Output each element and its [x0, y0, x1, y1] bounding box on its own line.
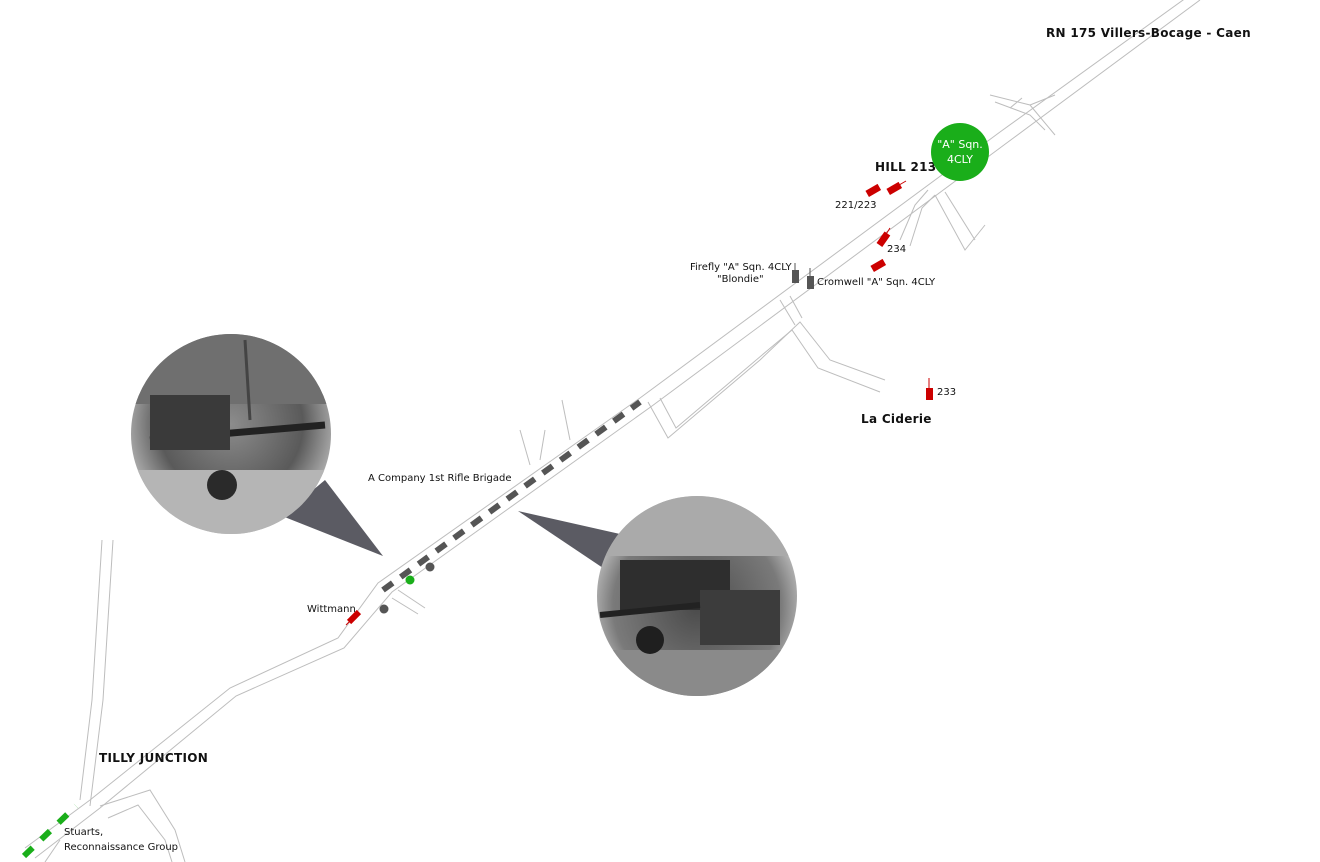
- tank-221-223-label: 221/223: [835, 200, 877, 211]
- cromwell-label: Cromwell "A" Sqn. 4CLY: [817, 277, 936, 288]
- rifle-company-label: A Company 1st Rifle Brigade: [368, 473, 512, 484]
- tank-234b: [870, 258, 887, 272]
- blondie-label: "Blondie": [717, 274, 764, 285]
- unit-marker: [425, 562, 435, 572]
- squadron-line2: 4CLY: [946, 153, 974, 166]
- german-tanks: [345, 180, 933, 626]
- tank-234-label: 234: [887, 244, 907, 255]
- tank-221: [865, 183, 882, 197]
- tank-233-label: 233: [937, 387, 957, 398]
- squadron-badge: "A" Sqn. 4CLY: [931, 123, 989, 181]
- road-network: [24, 0, 1201, 862]
- callout-wedge-left: [282, 480, 383, 556]
- rifle-brigade-column: [381, 399, 642, 593]
- tank-223: [886, 181, 903, 195]
- tank-233: [926, 388, 933, 400]
- wrecked-carriers-photo: [597, 496, 797, 696]
- stuarts-label: Stuarts,: [64, 827, 104, 838]
- unit-marker-green: [405, 575, 415, 585]
- hill-label: HILL 213: [875, 160, 937, 174]
- firefly-label: Firefly "A" Sqn. 4CLY: [690, 262, 792, 273]
- road-title: RN 175 Villers-Bocage - Caen: [1046, 26, 1251, 40]
- tank-firefly: [792, 270, 799, 283]
- wrecked-antitank-gun-photo: [131, 334, 331, 534]
- wittmann-label: Wittmann: [307, 604, 356, 615]
- la-ciderie-label: La Ciderie: [861, 412, 932, 426]
- unit-marker: [379, 604, 389, 614]
- callout-wedge-right: [518, 511, 620, 570]
- tilly-junction-label: TILLY JUNCTION: [99, 751, 209, 765]
- squadron-line1: "A" Sqn.: [937, 138, 983, 151]
- tank-cromwell: [807, 276, 814, 289]
- tank-234: [876, 231, 891, 248]
- british-tanks: [379, 263, 814, 614]
- recon-group-label: Reconnaissance Group: [64, 842, 179, 853]
